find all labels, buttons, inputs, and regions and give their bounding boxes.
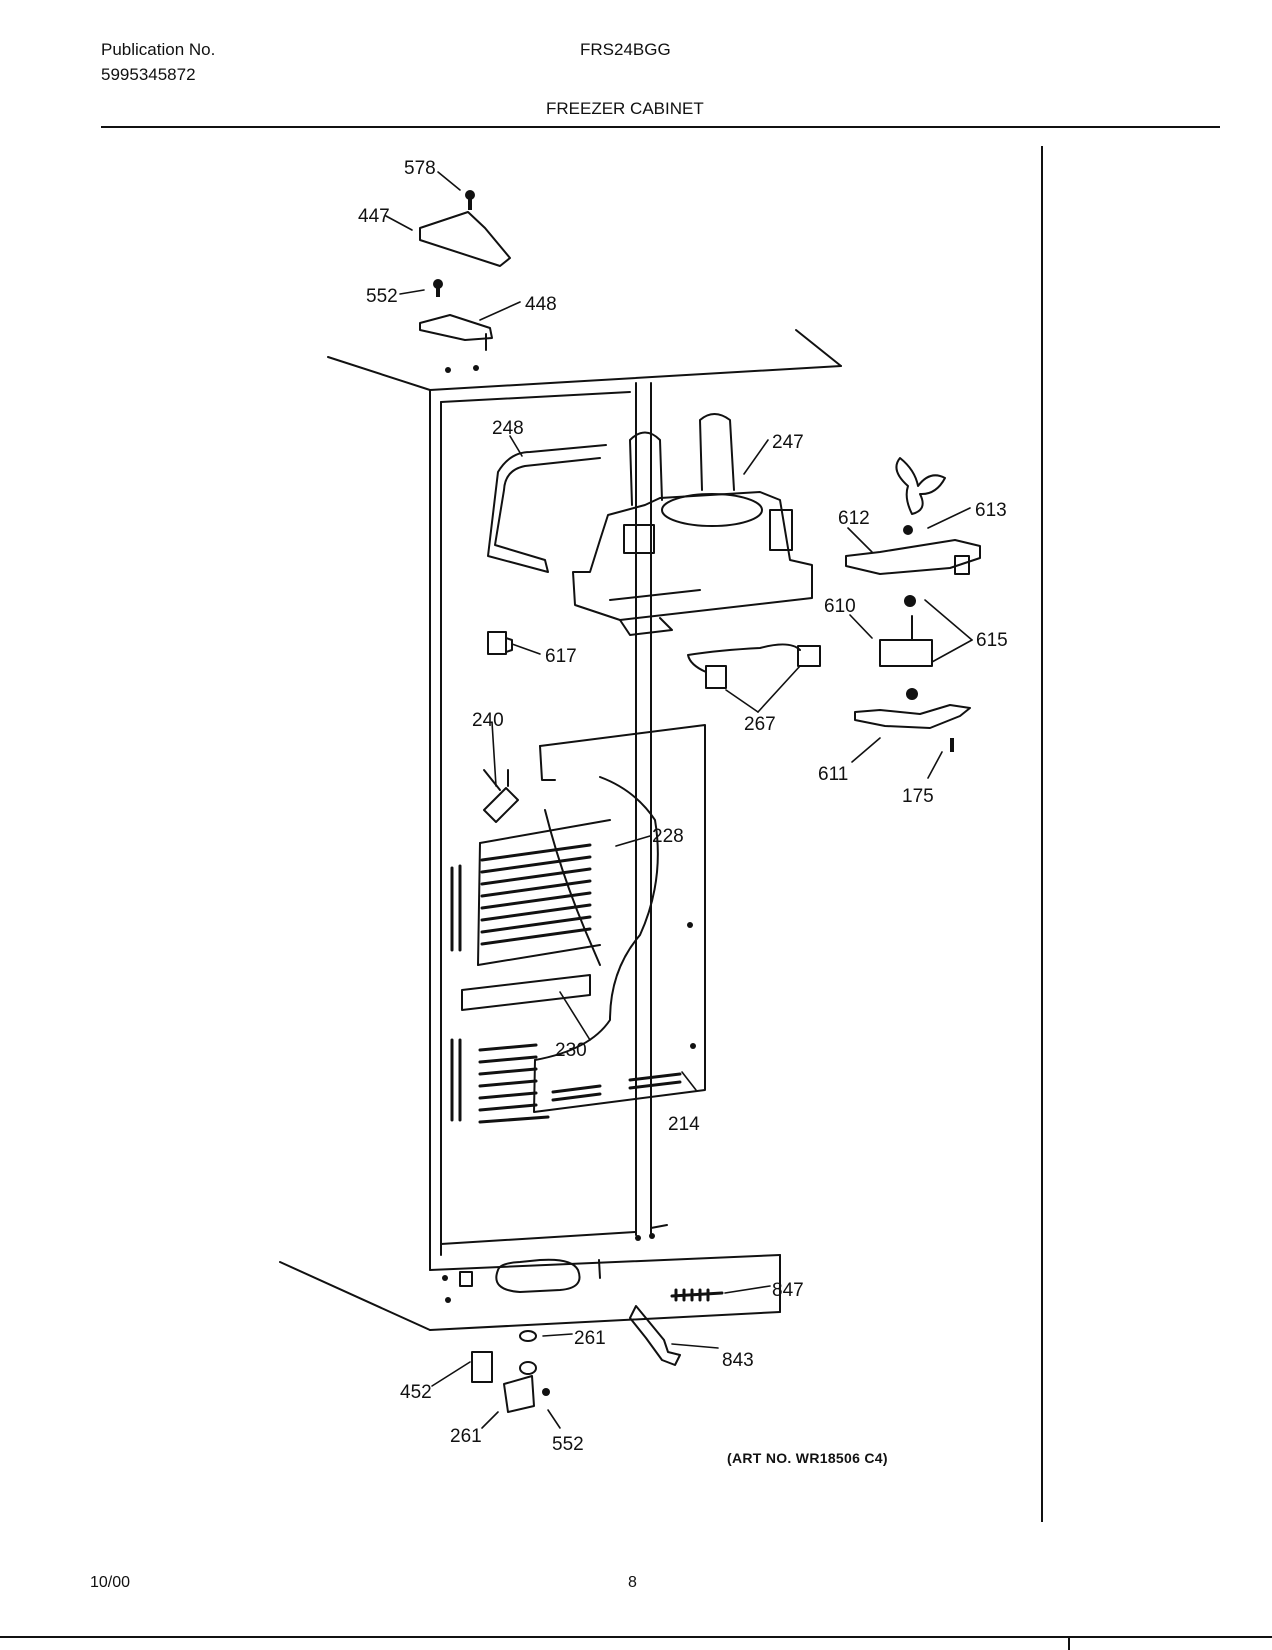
leader-lines	[385, 171, 973, 1429]
shim-part-452	[471, 1351, 493, 1383]
screw-part-552-lower	[542, 1388, 550, 1396]
fan-motor-part-610	[879, 615, 933, 667]
drain-tube-part-248	[487, 444, 607, 573]
callout-843: 843	[722, 1350, 754, 1371]
callout-552: 552	[366, 286, 398, 307]
callout-452: 452	[400, 1382, 432, 1403]
screw-part-578	[465, 190, 475, 200]
cabinet-wall-ribs	[450, 864, 462, 1122]
callout-175: 175	[902, 786, 934, 807]
footer-rule-tick	[1068, 1636, 1070, 1650]
publication-number: 5995345872	[101, 65, 196, 84]
callout-248: 248	[492, 418, 524, 439]
callout-240: 240	[472, 710, 504, 731]
callout-613: 613	[975, 500, 1007, 521]
footer-date: 10/00	[90, 1574, 131, 1591]
callout-448: 448	[525, 294, 557, 315]
page-number: 8	[628, 1574, 637, 1591]
callout-261: 261	[574, 1328, 606, 1349]
fan-blade-part-613	[895, 457, 946, 515]
right-margin-rule	[1041, 146, 1043, 1522]
fan-shroud-part-247	[572, 413, 813, 636]
footer-rule	[0, 1636, 1272, 1638]
evaporator-cover-part-214	[533, 724, 706, 1113]
callout-578: 578	[404, 158, 436, 179]
callout-615: 615	[976, 630, 1008, 651]
hub-part-613	[903, 525, 913, 535]
callout-847: 847	[772, 1280, 804, 1301]
switch-part-617	[487, 631, 513, 655]
wire-harness-part-267	[687, 643, 821, 689]
publication-label: Publication No.	[101, 40, 216, 59]
defrost-heater-part-230	[544, 809, 601, 966]
callout-447: 447	[358, 206, 390, 227]
spring-part-847	[670, 1288, 724, 1302]
screw-part-552	[433, 279, 443, 289]
callout-610: 610	[824, 596, 856, 617]
motor-bracket-part-611	[854, 704, 971, 729]
callout-230: 230	[555, 1040, 587, 1061]
callout-228: 228	[652, 826, 684, 847]
freezer-cabinet-body	[279, 329, 842, 1331]
evaporator-coil-part-228	[461, 819, 611, 1011]
nut-part-615-upper	[904, 595, 916, 607]
callout-247: 247	[772, 432, 804, 453]
thermostat-part-240	[483, 769, 519, 823]
hinge-cover-part-447	[419, 211, 511, 267]
callout-267: 267	[744, 714, 776, 735]
motor-bracket-part-612	[845, 539, 981, 575]
nut-part-615-lower	[906, 688, 918, 700]
callout-labels: 578 447 552 448 248 247 613 612 610 615 …	[358, 158, 1008, 1455]
callout-617: 617	[545, 646, 577, 667]
model-number: FRS24BGG	[580, 40, 671, 59]
callout-612: 612	[838, 508, 870, 529]
callout-611: 611	[818, 764, 848, 785]
callout-552-lower: 552	[552, 1434, 584, 1455]
roller-part-843	[629, 1305, 681, 1366]
bushing-part-261	[519, 1330, 537, 1342]
callout-261-lower: 261	[450, 1426, 482, 1447]
hinge-part-448	[419, 314, 493, 351]
evaporator-fins	[478, 843, 682, 1124]
screw-part-175	[950, 738, 954, 752]
art-number: (ART NO. WR18506 C4)	[727, 1450, 888, 1466]
callout-214: 214	[668, 1114, 700, 1135]
hinge-bracket-part-261	[503, 1361, 537, 1413]
header-rule	[101, 126, 1220, 128]
section-title: FREEZER CABINET	[546, 99, 704, 118]
fasteners	[433, 190, 954, 1396]
